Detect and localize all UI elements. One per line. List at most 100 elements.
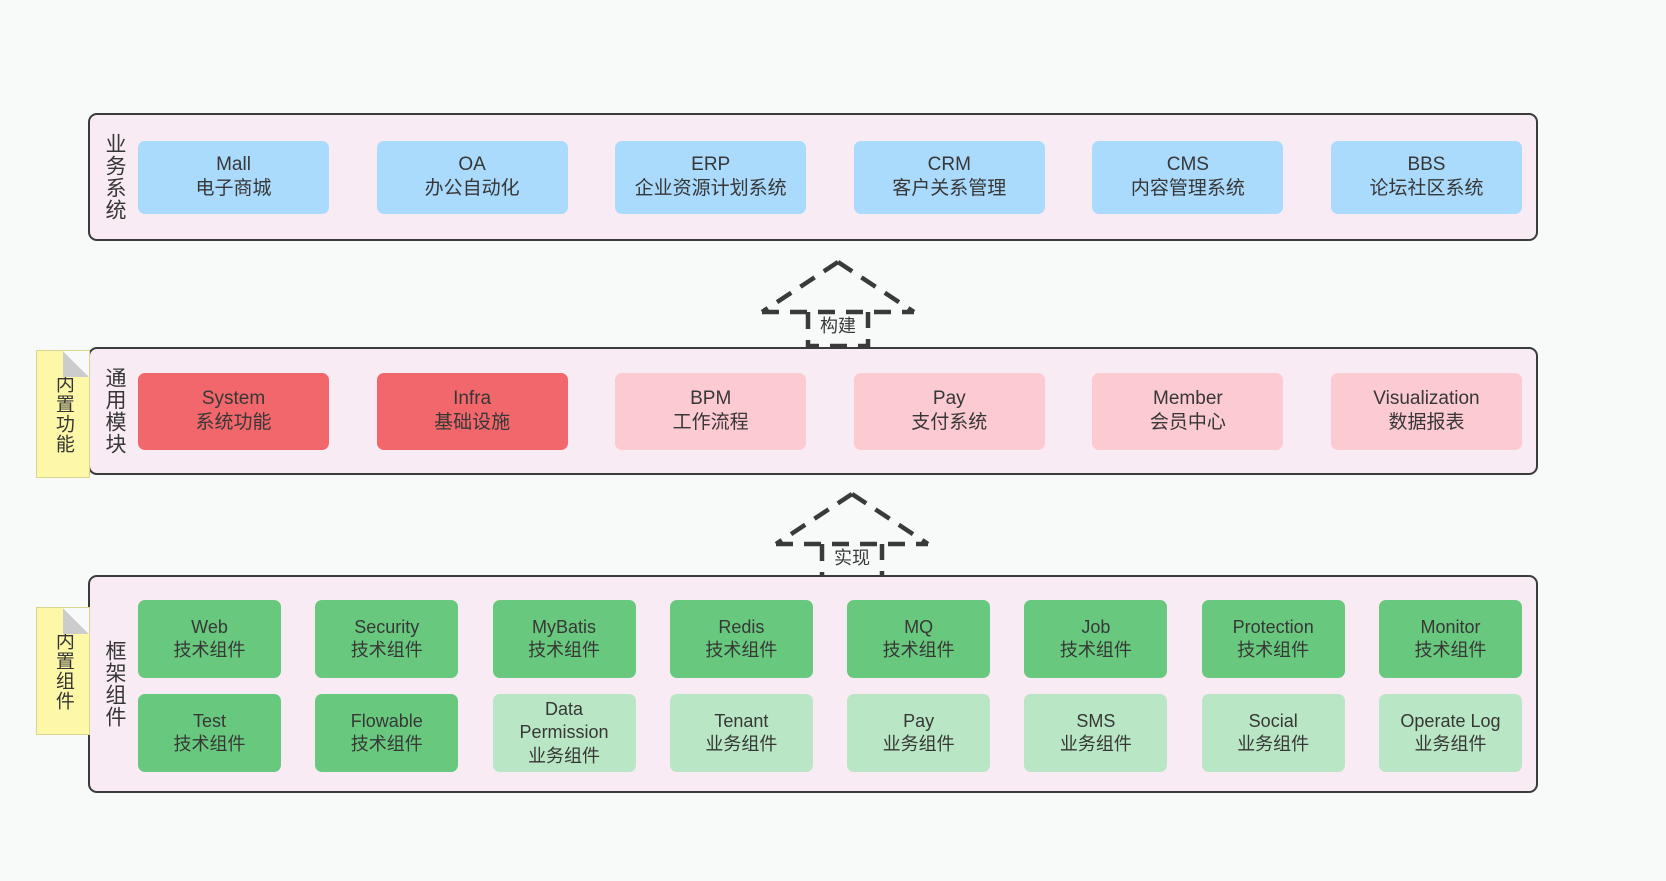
business-box-erp[interactable]: ERP 企业资源计划系统 [615,140,807,214]
box-subtitle: 论坛社区系统 [1369,178,1484,199]
layer-common-module: 通用模块 System 系统功能 Infra 基础设施 BPM 工作流程 Pay… [88,347,1538,475]
arrow-build: 构建 [748,256,928,349]
layer-framework-component: 框架组件 Web 技术组件 Security 技术组件 MyBatis 技术组件… [88,575,1538,793]
sticky-note-label: 内置组件 [52,631,74,711]
component-box-social[interactable]: Social 业务组件 [1201,694,1345,772]
module-box-infra[interactable]: Infra 基础设施 [376,372,568,450]
component-box-redis[interactable]: Redis 技术组件 [669,600,813,678]
box-subtitle: 会员中心 [1149,412,1226,433]
business-box-oa[interactable]: OA 办公自动化 [376,140,568,214]
box-subtitle: 技术组件 [350,734,423,754]
box-title: MyBatis [532,616,597,637]
module-box-bpm[interactable]: BPM 工作流程 [615,372,807,450]
box-title: SMS [1076,710,1116,731]
box-subtitle: 技术组件 [705,640,778,660]
common-module-row: System 系统功能 Infra 基础设施 BPM 工作流程 Pay 支付系统… [138,372,1522,450]
box-title: Flowable [350,710,423,731]
box-title: Member [1153,387,1223,409]
box-title: Visualization [1373,387,1480,409]
layer-title-framework-component: 框架组件 [102,640,126,728]
box-subtitle: 数据报表 [1388,412,1465,433]
box-subtitle: 内容管理系统 [1130,178,1245,199]
module-box-pay[interactable]: Pay 支付系统 [853,372,1045,450]
generalization-arrow-icon [760,260,916,349]
box-subtitle: 电子商城 [195,178,272,199]
box-title: Operate Log [1400,710,1501,731]
box-subtitle: 技术组件 [882,640,955,660]
box-title: BPM [690,387,732,409]
component-box-job[interactable]: Job 技术组件 [1024,600,1168,678]
box-title: CMS [1166,153,1209,175]
box-subtitle: 业务组件 [1059,734,1132,754]
box-subtitle: 技术组件 [1059,640,1132,660]
component-box-sms[interactable]: SMS 业务组件 [1024,694,1168,772]
box-subtitle: 业务组件 [705,734,778,754]
box-subtitle: 业务组件 [1237,734,1310,754]
box-title: Web [191,616,228,637]
box-title: Mall [216,153,251,175]
component-box-web[interactable]: Web 技术组件 [138,600,281,678]
box-title: Redis [718,616,765,637]
box-subtitle: 系统功能 [195,412,272,433]
component-box-flowable[interactable]: Flowable 技术组件 [315,694,459,772]
component-box-security[interactable]: Security 技术组件 [315,600,459,678]
box-title: OA [458,153,486,175]
sticky-note-builtin-function: 内置功能 [36,350,90,478]
framework-component-row-2: Test 技术组件 Flowable 技术组件 Data Permission … [138,694,1522,772]
box-subtitle: 客户关系管理 [892,178,1007,199]
component-box-mq[interactable]: MQ 技术组件 [847,600,991,678]
box-title: MQ [904,616,934,637]
box-subtitle: 技术组件 [528,640,601,660]
business-box-crm[interactable]: CRM 客户关系管理 [853,140,1045,214]
component-box-tenant[interactable]: Tenant 业务组件 [669,694,813,772]
layer-title-business-system: 业务系统 [102,133,126,221]
box-subtitle: 技术组件 [1237,640,1310,660]
box-title: Data Permission [519,699,609,743]
box-subtitle: 技术组件 [173,640,246,660]
module-box-system[interactable]: System 系统功能 [138,372,329,450]
component-box-mybatis[interactable]: MyBatis 技术组件 [492,600,636,678]
box-subtitle: 业务组件 [528,745,601,766]
business-box-bbs[interactable]: BBS 论坛社区系统 [1330,140,1522,214]
layer-business-system: 业务系统 Mall 电子商城 OA 办公自动化 ERP 企业资源计划系统 CRM… [88,113,1538,241]
sticky-note-label: 内置功能 [52,374,74,454]
component-box-test[interactable]: Test 技术组件 [138,694,281,772]
component-box-pay[interactable]: Pay 业务组件 [847,694,991,772]
business-box-cms[interactable]: CMS 内容管理系统 [1092,140,1284,214]
box-title: Protection [1232,616,1314,637]
box-title: Social [1248,710,1298,731]
box-title: Security [354,616,420,637]
box-subtitle: 技术组件 [350,640,423,660]
box-subtitle: 工作流程 [672,412,749,433]
box-title: System [201,387,266,409]
generalization-arrow-icon [774,492,930,581]
framework-component-row-1: Web 技术组件 Security 技术组件 MyBatis 技术组件 Redi… [138,600,1522,678]
box-title: BBS [1407,153,1446,175]
box-title: Monitor [1420,616,1481,637]
box-subtitle: 技术组件 [173,734,246,754]
box-subtitle: 业务组件 [882,734,955,754]
box-subtitle: 支付系统 [911,412,988,433]
box-title: Infra [453,387,492,409]
component-box-data-permission[interactable]: Data Permission 业务组件 [492,694,636,772]
box-title: Test [192,710,226,731]
box-title: Job [1081,616,1111,637]
box-title: Pay [903,710,935,731]
sticky-note-builtin-component: 内置组件 [36,607,90,735]
box-subtitle: 业务组件 [1414,734,1487,754]
layer-body-framework-component: Web 技术组件 Security 技术组件 MyBatis 技术组件 Redi… [138,577,1536,791]
arrow-implement: 实现 [762,488,942,581]
component-box-monitor[interactable]: Monitor 技术组件 [1378,600,1522,678]
module-box-member[interactable]: Member 会员中心 [1092,372,1284,450]
module-box-visualization[interactable]: Visualization 数据报表 [1330,372,1522,450]
box-title: Tenant [714,710,769,731]
component-box-protection[interactable]: Protection 技术组件 [1201,600,1345,678]
component-box-operate-log[interactable]: Operate Log 业务组件 [1378,694,1522,772]
box-title: Pay [932,387,966,409]
layer-title-common-module: 通用模块 [102,367,126,455]
box-title: ERP [691,153,731,175]
layer-body-business-system: Mall 电子商城 OA 办公自动化 ERP 企业资源计划系统 CRM 客户关系… [138,115,1536,239]
box-title: CRM [927,153,971,175]
business-box-mall[interactable]: Mall 电子商城 [138,140,329,214]
